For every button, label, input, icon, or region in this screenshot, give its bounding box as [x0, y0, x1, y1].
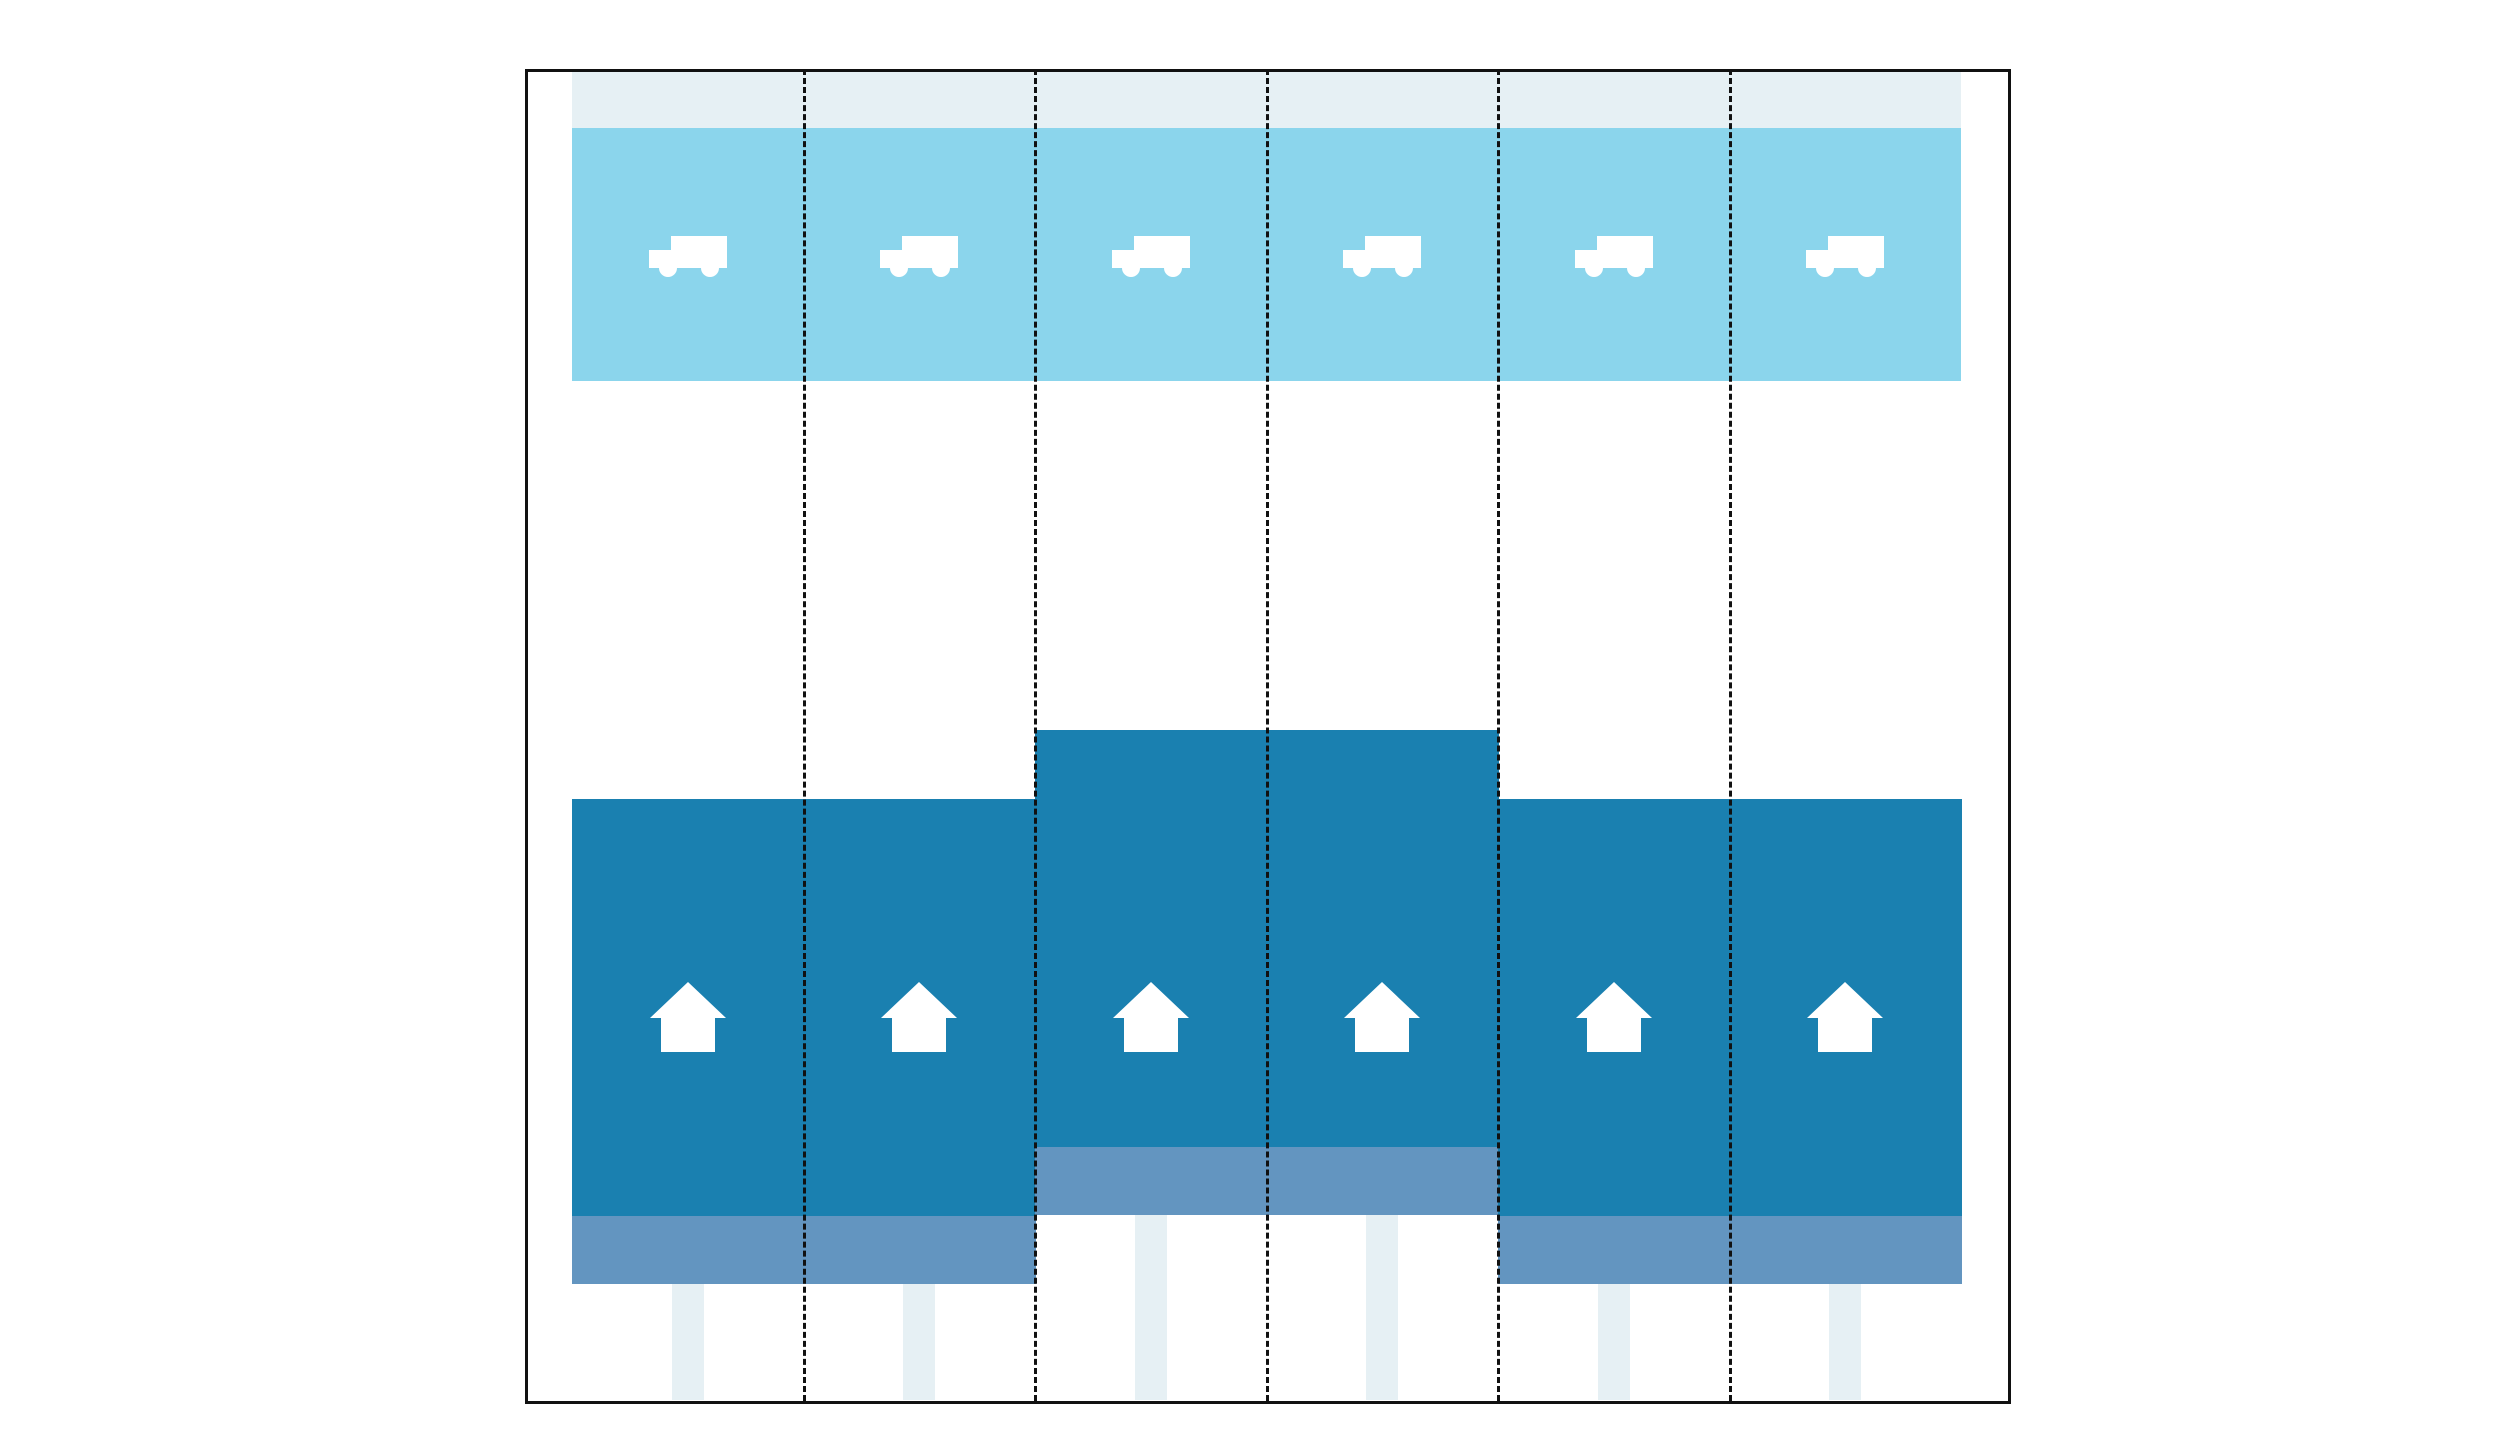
- truck-icon: [648, 236, 727, 282]
- house-block-base: [572, 1216, 805, 1284]
- house-icon: [1112, 982, 1189, 1052]
- house-block-base: [1266, 1147, 1499, 1215]
- house-block-base: [1729, 1216, 1962, 1284]
- house-icon: [881, 982, 958, 1052]
- house-block-base: [1498, 1216, 1731, 1284]
- house-icon: [1344, 982, 1421, 1052]
- house-block: [1035, 730, 1268, 1147]
- truck-icon: [1111, 236, 1190, 282]
- truck-icon: [880, 236, 959, 282]
- column-separator: [802, 69, 806, 1401]
- house-icon: [1807, 982, 1884, 1052]
- house-block-base: [803, 1216, 1036, 1284]
- column-separator: [1728, 69, 1732, 1401]
- house-icon: [649, 982, 726, 1052]
- truck-icon: [1806, 236, 1885, 282]
- column-separator: [1497, 69, 1500, 1401]
- truck-icon: [1343, 236, 1422, 282]
- truck-icon: [1574, 236, 1653, 282]
- column-separator: [1265, 69, 1269, 1401]
- house-block-base: [1035, 1147, 1268, 1215]
- house-icon: [1575, 982, 1652, 1052]
- column-separator: [1034, 69, 1037, 1401]
- house-block: [1266, 730, 1499, 1147]
